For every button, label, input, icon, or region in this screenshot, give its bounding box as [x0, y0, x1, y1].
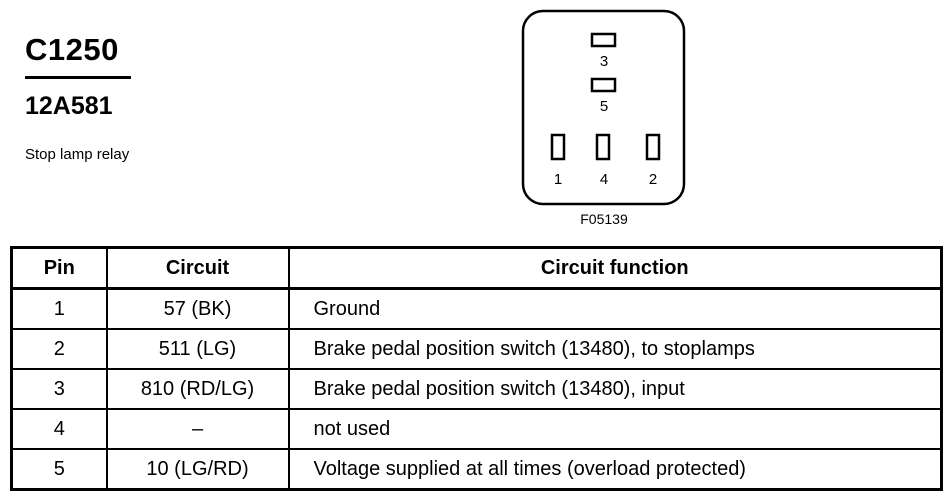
terminal-1 [550, 133, 566, 161]
header-circuit: Circuit [105, 246, 290, 290]
cell-function: Voltage supplied at all times (overload … [287, 448, 943, 491]
connector-id: C1250 [25, 32, 119, 67]
table-row: 5 10 (LG/RD) Voltage supplied at all tim… [10, 448, 943, 491]
cell-circuit: 511 (LG) [105, 328, 290, 370]
table-header-row: Pin Circuit Circuit function [10, 246, 943, 290]
header-pin: Pin [10, 246, 108, 290]
connector-housing [521, 9, 686, 206]
pin-label-4: 4 [600, 171, 608, 188]
pinout-table: Pin Circuit Circuit function 1 57 (BK) G… [10, 246, 943, 491]
cell-circuit: 10 (LG/RD) [105, 448, 290, 491]
cell-pin: 5 [10, 448, 108, 491]
component-description: Stop lamp relay [25, 146, 130, 163]
pin-label-1: 1 [554, 171, 562, 188]
figure-id: F05139 [580, 211, 628, 227]
title-underline [25, 76, 131, 79]
terminal-4 [595, 133, 611, 161]
cell-pin: 3 [10, 368, 108, 410]
connector-face-diagram: 3 5 1 4 2 F05139 [521, 9, 686, 227]
cell-pin: 4 [10, 408, 108, 450]
cell-function: Ground [287, 287, 943, 330]
table-row: 3 810 (RD/LG) Brake pedal position switc… [10, 368, 943, 410]
cell-function: not used [287, 408, 943, 450]
terminal-3 [590, 32, 617, 48]
cell-function: Brake pedal position switch (13480), to … [287, 328, 943, 370]
cell-pin: 1 [10, 287, 108, 330]
pin-label-3: 3 [600, 53, 608, 70]
cell-circuit: 57 (BK) [105, 287, 290, 330]
header-circuit-function: Circuit function [287, 246, 943, 290]
cell-circuit: – [105, 408, 290, 450]
cell-function: Brake pedal position switch (13480), inp… [287, 368, 943, 410]
pin-label-5: 5 [600, 98, 608, 115]
pin-label-2: 2 [649, 171, 657, 188]
cell-pin: 2 [10, 328, 108, 370]
part-number: 12A581 [25, 92, 113, 120]
table-row: 1 57 (BK) Ground [10, 287, 943, 330]
table-row: 2 511 (LG) Brake pedal position switch (… [10, 328, 943, 370]
terminal-5 [590, 77, 617, 93]
terminal-2 [645, 133, 661, 161]
table-row: 4 – not used [10, 408, 943, 450]
cell-circuit: 810 (RD/LG) [105, 368, 290, 410]
